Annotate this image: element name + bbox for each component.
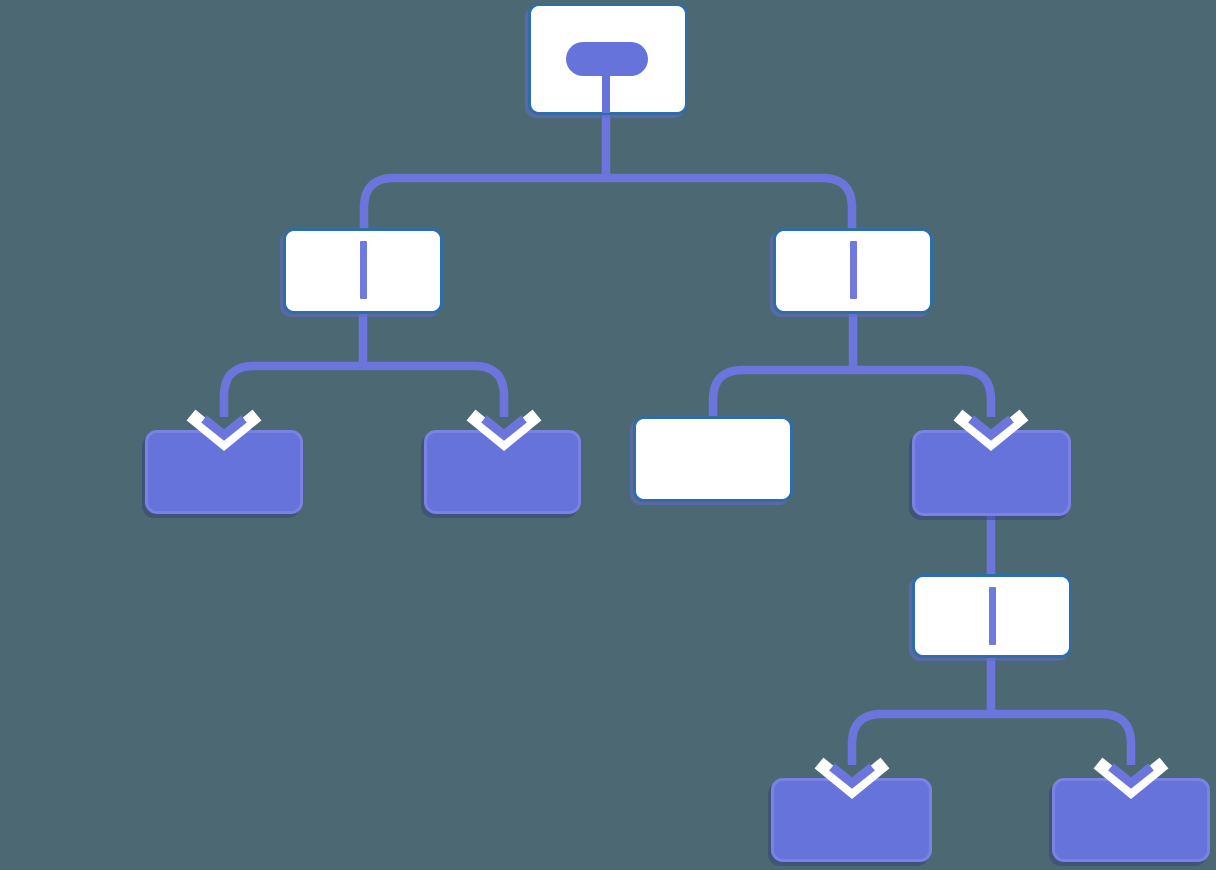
edge-branch-left-children — [219, 361, 509, 417]
edge-branch-bottom-children — [847, 709, 1136, 765]
node-leaf-1[interactable] — [145, 430, 303, 514]
node-branch-left[interactable] — [283, 228, 443, 314]
edge-root-branches — [359, 173, 857, 228]
node-root[interactable] — [528, 3, 688, 115]
node-leaf-2[interactable] — [424, 430, 581, 514]
node-empty[interactable] — [633, 416, 793, 502]
node-branch-bottom[interactable] — [912, 574, 1072, 658]
node-leaf-5[interactable] — [1052, 778, 1210, 862]
divider-bar-icon — [849, 241, 857, 299]
edge-branch-right-children — [708, 365, 996, 417]
divider-bar-icon — [359, 241, 367, 299]
root-pill-stem — [602, 64, 610, 113]
node-branch-right[interactable] — [773, 228, 933, 314]
node-leaf-4[interactable] — [771, 778, 932, 862]
node-leaf-3[interactable] — [912, 430, 1071, 516]
divider-bar-icon — [988, 587, 996, 645]
